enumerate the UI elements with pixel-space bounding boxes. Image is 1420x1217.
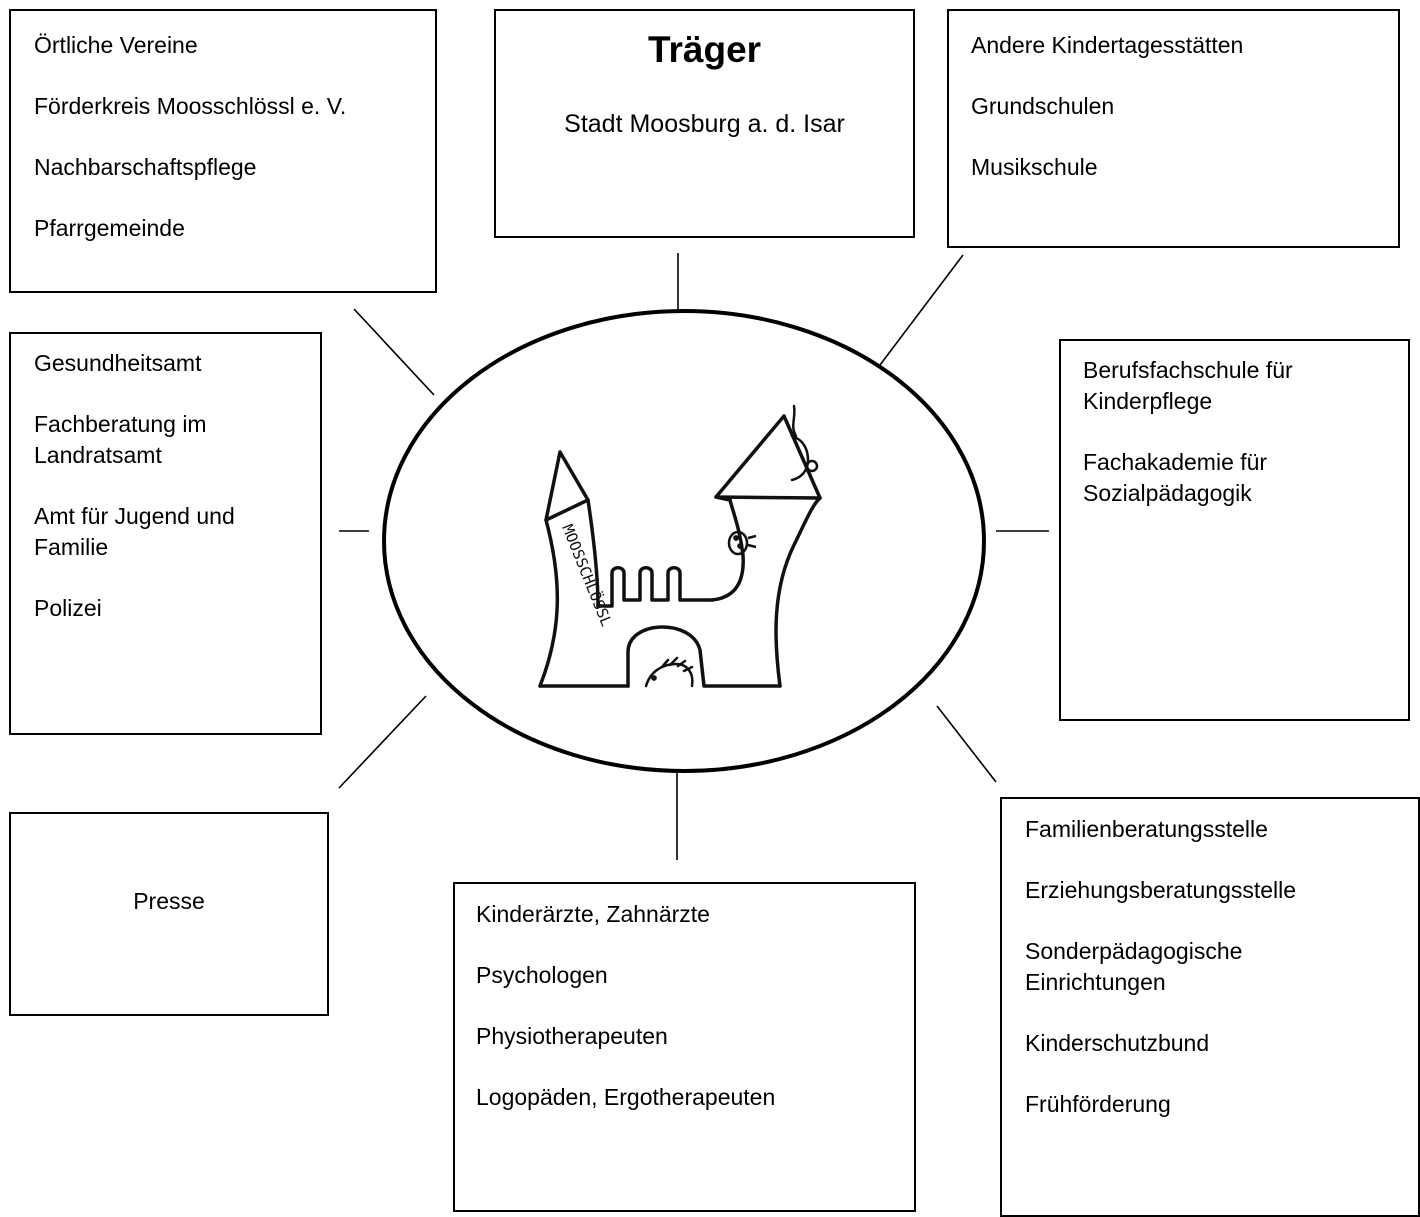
castle-logo [538,414,822,688]
list-item: Andere Kindertagesstätten [971,32,1244,58]
list-item: Sonderpädagogische Einrichtungen [1025,938,1243,995]
list-item: Fachakademie für Sozialpädagogik [1083,449,1268,506]
medical-box: Kinderärzte, Zahnärzte Psychologen Physi… [453,882,916,1212]
training-schools-box: Berufsfachschule für Kinderpflege Fachak… [1059,339,1410,721]
list-item: Förderkreis Moosschlössl e. V. [34,93,347,119]
list-item: Nachbarschaftspflege [34,154,257,180]
list-item: Logopäden, Ergotherapeuten [476,1084,776,1110]
list-item: Gesundheitsamt [34,350,202,376]
list-item: Örtliche Vereine [34,32,198,58]
list-item: Musikschule [971,154,1098,180]
list-item: Grundschulen [971,93,1115,119]
list-item: Amt für Jugend und Familie [34,503,235,560]
connector-bottom-left [338,695,427,789]
list-item: Berufsfachschule für Kinderpflege [1083,357,1293,414]
list-item: Frühförderung [1025,1091,1171,1117]
connector-top-left [353,308,435,396]
list-item: Polizei [34,595,102,621]
counseling-box: Familienberatungsstelle Erziehungsberatu… [1000,797,1420,1217]
connector-bottom-right [936,705,997,783]
mouse-icon [790,404,819,482]
hedgehog-icon [644,656,694,688]
list-item: Erziehungsberatungsstelle [1025,877,1297,903]
trager-title: Träger [647,29,762,70]
list-item: Pfarrgemeinde [34,215,185,241]
ladybug-icon [727,530,757,556]
press-label: Presse [133,888,205,914]
schools-box: Andere Kindertagesstätten Grundschulen M… [947,9,1400,248]
list-item: Psychologen [476,962,608,988]
trager-box: Träger Stadt Moosburg a. d. Isar [494,9,915,238]
connector-top-right [879,254,964,366]
list-item: Kinderärzte, Zahnärzte [476,901,710,927]
local-associations-box: Örtliche Vereine Förderkreis Moosschlöss… [9,9,437,293]
list-item: Familienberatungsstelle [1025,816,1268,842]
center-ellipse [382,309,986,773]
list-item: Physiotherapeuten [476,1023,668,1049]
authorities-box: Gesundheitsamt Fachberatung im Landratsa… [9,332,322,735]
press-box: Presse [9,812,329,1016]
list-item: Kinderschutzbund [1025,1030,1210,1056]
list-item: Fachberatung im Landratsamt [34,411,207,468]
trager-subtitle: Stadt Moosburg a. d. Isar [564,110,845,138]
